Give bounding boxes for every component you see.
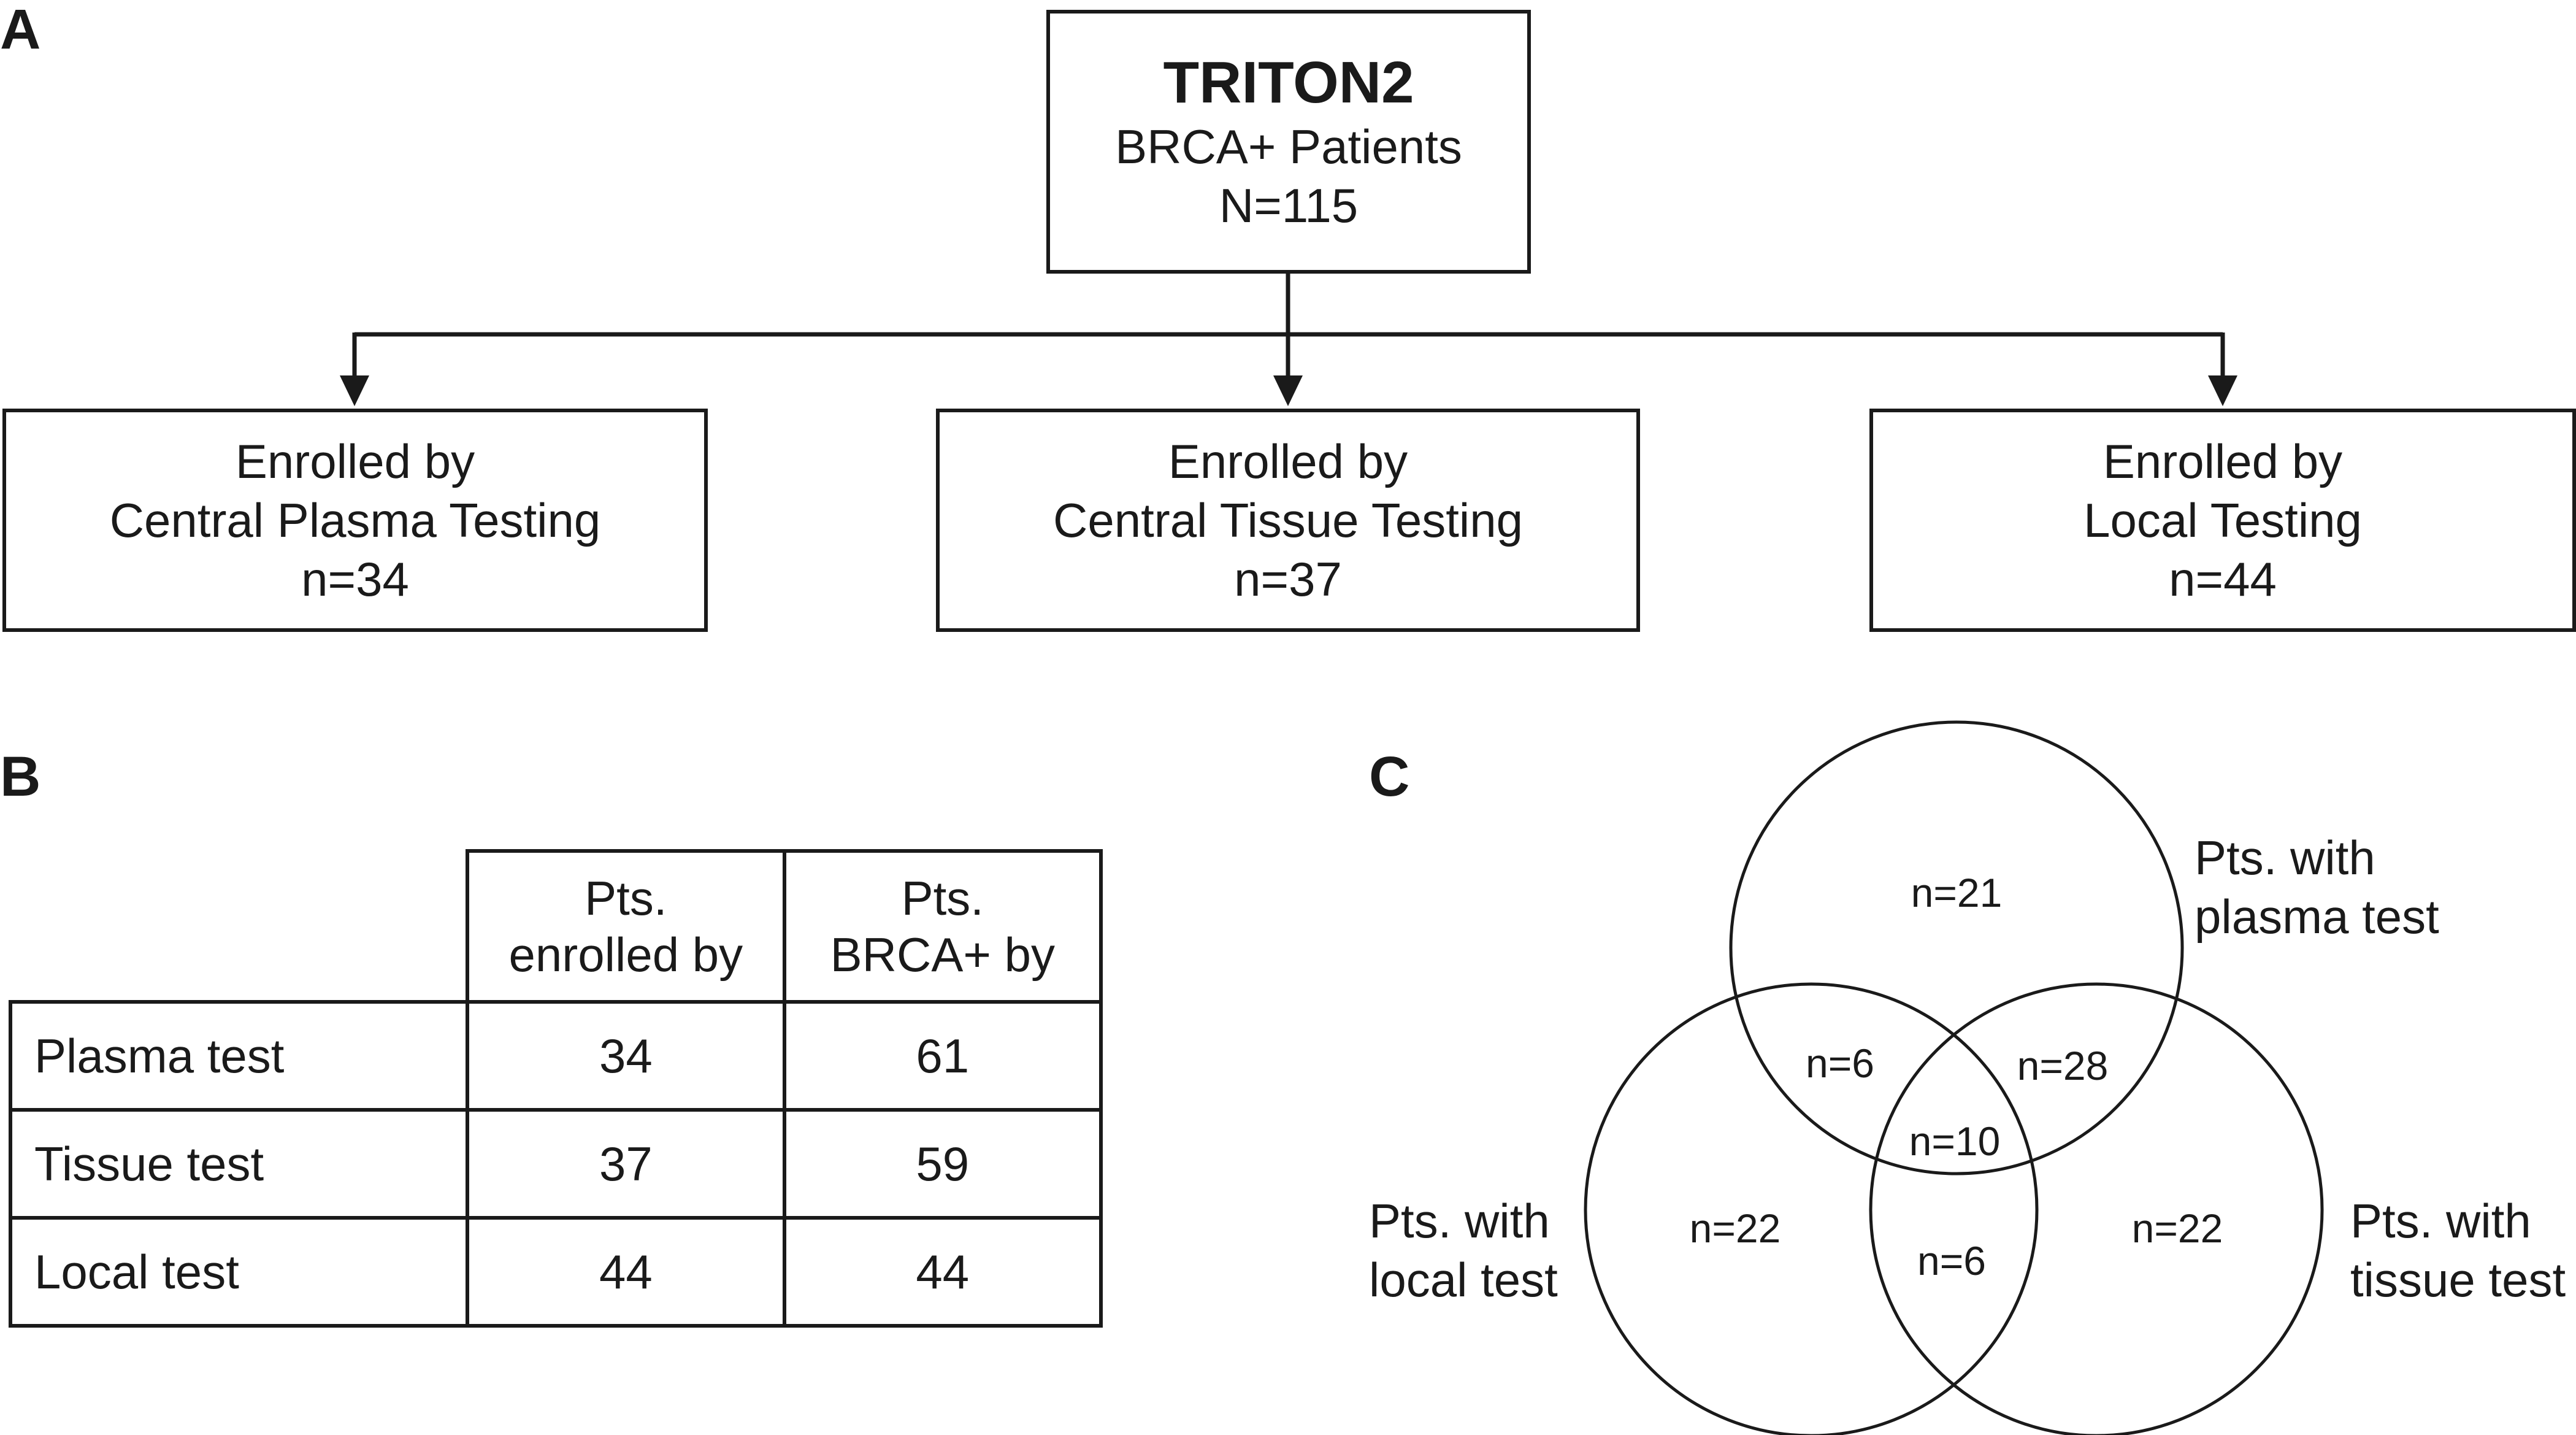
local-enrollment-box: Enrolled by Local Testing n=44 [1869, 409, 2576, 632]
venn-value-plasma-local: n=6 [1806, 1041, 1874, 1086]
venn-label-tissue: Pts. with tissue test [2350, 1191, 2566, 1309]
header-line: enrolled by [508, 928, 743, 982]
table-row: Local test 44 44 [8, 1216, 1103, 1328]
enrollment-table: Pts. enrolled by Pts. BRCA+ by Plasma te… [8, 849, 1103, 1328]
header-line: BRCA+ by [830, 928, 1055, 982]
cell-enrolled: 34 [466, 1000, 786, 1112]
triton2-count: N=115 [1219, 179, 1359, 233]
venn-label-plasma: Pts. with plasma test [2195, 828, 2439, 946]
box-count: n=44 [2169, 552, 2277, 606]
column-header-brca: Pts. BRCA+ by [782, 849, 1103, 1004]
panel-label-b: B [0, 745, 41, 808]
box-line1: Enrolled by [1168, 434, 1408, 488]
venn-label-line: Pts. with [1369, 1194, 1550, 1248]
venn-label-local: Pts. with local test [1369, 1191, 1558, 1309]
venn-circle-tissue [1869, 982, 2324, 1435]
row-label: Plasma test [8, 1000, 470, 1112]
box-line1: Enrolled by [2103, 434, 2343, 488]
arrowhead-plasma [340, 375, 369, 406]
cell-brca: 59 [782, 1108, 1103, 1220]
venn-value-tissue-only: n=22 [2131, 1206, 2223, 1251]
box-line2: Central Plasma Testing [109, 493, 601, 547]
table-header-row: Pts. enrolled by Pts. BRCA+ by [10, 849, 1103, 1004]
box-line2: Local Testing [2083, 493, 2362, 547]
cell-brca: 44 [782, 1216, 1103, 1328]
venn-value-local-tissue: n=6 [1917, 1238, 1986, 1283]
arrowhead-local [2208, 375, 2237, 406]
venn-label-line: tissue test [2350, 1253, 2566, 1307]
cell-brca: 61 [782, 1000, 1103, 1112]
arrowhead-tissue [1273, 375, 1303, 406]
table-corner-cell [10, 851, 470, 1004]
triton2-subtitle: BRCA+ Patients [1115, 120, 1462, 174]
row-label: Local test [8, 1216, 470, 1328]
box-line1: Enrolled by [235, 434, 475, 488]
box-line2: Central Tissue Testing [1053, 493, 1523, 547]
box-count: n=34 [301, 552, 409, 606]
tissue-enrollment-box: Enrolled by Central Tissue Testing n=37 [936, 409, 1640, 632]
row-label: Tissue test [8, 1108, 470, 1220]
cell-enrolled: 44 [466, 1216, 786, 1328]
header-line: Pts. [901, 871, 984, 925]
venn-label-line: plasma test [2195, 890, 2439, 944]
cell-enrolled: 37 [466, 1108, 786, 1220]
venn-value-plasma-tissue: n=28 [2017, 1043, 2109, 1088]
table-row: Tissue test 37 59 [8, 1108, 1103, 1220]
venn-label-line: Pts. with [2195, 831, 2375, 885]
column-header-enrolled: Pts. enrolled by [466, 849, 786, 1004]
triton2-title: TRITON2 [1163, 50, 1414, 115]
venn-value-plasma-only: n=21 [1911, 870, 2003, 915]
venn-value-all-three: n=10 [1909, 1118, 2001, 1164]
header-line: Pts. [585, 871, 667, 925]
venn-label-line: local test [1369, 1253, 1558, 1307]
box-count: n=37 [1234, 552, 1342, 606]
plasma-enrollment-box: Enrolled by Central Plasma Testing n=34 [2, 409, 708, 632]
venn-label-line: Pts. with [2350, 1194, 2531, 1248]
table-row: Plasma test 34 61 [8, 1000, 1103, 1112]
panel-label-c: C [1369, 745, 1410, 808]
triton2-box: TRITON2 BRCA+ Patients N=115 [1046, 10, 1531, 274]
venn-circle-plasma [1729, 720, 2184, 1175]
venn-value-local-only: n=22 [1689, 1206, 1781, 1251]
venn-circle-local [1584, 982, 2039, 1435]
panel-label-a: A [0, 0, 41, 61]
